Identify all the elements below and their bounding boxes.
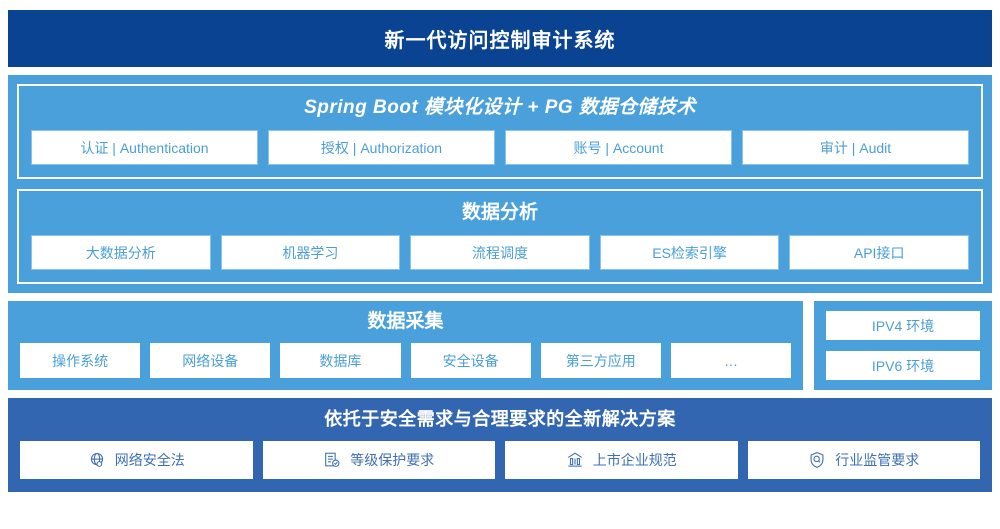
chip-label: 等级保护要求 bbox=[350, 452, 435, 468]
chip-es-search-engine[interactable]: ES检索引擎 bbox=[599, 235, 780, 270]
compliance-section: 依托于安全需求与合理要求的全新解决方案 网络安全法 bbox=[8, 398, 992, 492]
chip-operating-system[interactable]: 操作系统 bbox=[20, 343, 141, 378]
chip-network-device[interactable]: 网络设备 bbox=[150, 343, 271, 378]
chip-more[interactable]: … bbox=[670, 343, 792, 378]
chip-big-data-analysis[interactable]: 大数据分析 bbox=[31, 235, 211, 270]
collection-main-panel: 数据采集 操作系统 网络设备 数据库 安全设备 第三方应用 … bbox=[8, 301, 803, 390]
compliance-chip-row: 网络安全法 等级保护要求 bbox=[20, 441, 980, 479]
document-check-icon bbox=[323, 451, 341, 469]
chip-authorization[interactable]: 授权 | Authorization bbox=[268, 130, 495, 165]
bank-icon bbox=[566, 451, 584, 469]
chip-listed-enterprise-standard[interactable]: 上市企业规范 bbox=[505, 441, 738, 479]
group-title-collection: 数据采集 bbox=[367, 311, 444, 332]
chip-ipv4-environment[interactable]: IPV4 环境 bbox=[826, 311, 980, 340]
framework-chip-row: 认证 | Authentication 授权 | Authorization 账… bbox=[31, 130, 969, 165]
chip-label: 网络安全法 bbox=[114, 452, 185, 468]
page-header: 新一代访问控制审计系统 bbox=[8, 10, 992, 67]
platform-group-framework: Spring Boot 模块化设计 + PG 数据仓储技术 认证 | Authe… bbox=[17, 84, 983, 179]
chip-industry-regulation[interactable]: 行业监管要求 bbox=[747, 441, 980, 479]
collection-chip-row: 操作系统 网络设备 数据库 安全设备 第三方应用 … bbox=[20, 343, 792, 378]
compliance-title: 依托于安全需求与合理要求的全新解决方案 bbox=[324, 409, 676, 429]
chip-security-device[interactable]: 安全设备 bbox=[410, 343, 531, 378]
chip-audit[interactable]: 审计 | Audit bbox=[742, 130, 969, 165]
group-title-framework: Spring Boot 模块化设计 + PG 数据仓储技术 bbox=[304, 97, 696, 118]
chip-machine-learning[interactable]: 机器学习 bbox=[220, 235, 401, 270]
platform-section: Spring Boot 模块化设计 + PG 数据仓储技术 认证 | Authe… bbox=[8, 75, 992, 293]
platform-group-analytics: 数据分析 大数据分析 机器学习 流程调度 ES检索引擎 API接口 bbox=[17, 189, 983, 284]
shield-search-icon bbox=[808, 451, 826, 469]
chip-account[interactable]: 账号 | Account bbox=[505, 130, 732, 165]
chip-label: 行业监管要求 bbox=[835, 452, 920, 468]
group-title-analytics: 数据分析 bbox=[461, 202, 538, 223]
chip-process-scheduling[interactable]: 流程调度 bbox=[410, 235, 590, 270]
chip-ipv6-environment[interactable]: IPV6 环境 bbox=[826, 351, 980, 380]
chip-classified-protection[interactable]: 等级保护要求 bbox=[262, 441, 495, 479]
chip-cybersecurity-law[interactable]: 网络安全法 bbox=[20, 441, 253, 479]
chip-authentication[interactable]: 认证 | Authentication bbox=[31, 130, 258, 165]
chip-third-party-app[interactable]: 第三方应用 bbox=[540, 343, 661, 378]
chip-database[interactable]: 数据库 bbox=[280, 343, 401, 378]
collection-section: 数据采集 操作系统 网络设备 数据库 安全设备 第三方应用 … IPV4 环境 … bbox=[8, 301, 992, 390]
analytics-chip-row: 大数据分析 机器学习 流程调度 ES检索引擎 API接口 bbox=[31, 235, 969, 270]
page-title: 新一代访问控制审计系统 bbox=[384, 30, 616, 52]
chip-label: 上市企业规范 bbox=[592, 452, 677, 468]
environment-panel: IPV4 环境 IPV6 环境 bbox=[814, 301, 992, 390]
chip-api-interface[interactable]: API接口 bbox=[789, 235, 969, 270]
globe-icon bbox=[88, 451, 106, 469]
